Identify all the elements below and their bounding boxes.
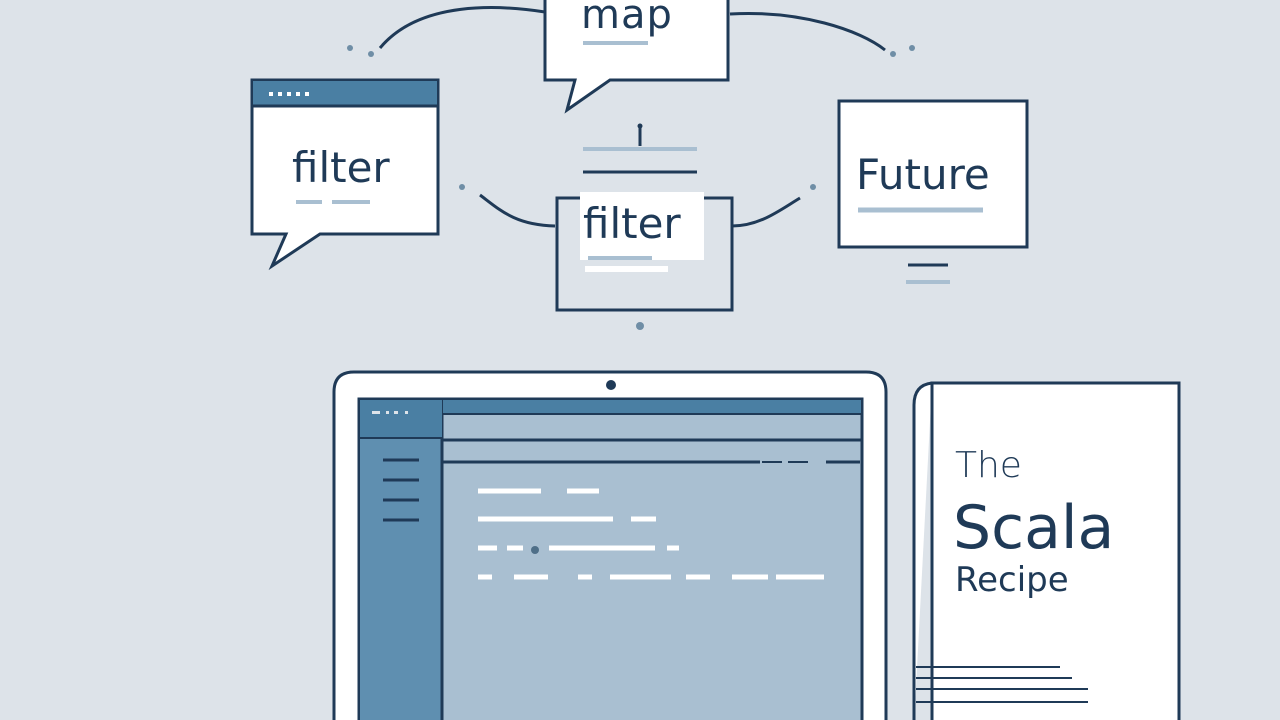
laptop-camera: [606, 380, 616, 390]
filter-center-label: filter: [583, 199, 681, 248]
dot: [909, 45, 915, 51]
connector-filter-left: [479, 193, 556, 228]
book-title-line1: The: [955, 445, 1022, 486]
titlebar-dots: [269, 92, 309, 96]
future-monitor: [837, 99, 1029, 249]
future-label: Future: [856, 150, 990, 199]
book-title-line2: Scala: [953, 493, 1115, 563]
sidebar-menu-lines: [383, 458, 419, 522]
editor-titlebar: [443, 400, 861, 414]
dot: [810, 184, 816, 190]
book-spine: [912, 381, 933, 720]
map-label: map: [581, 0, 673, 38]
book-page-lines: [916, 666, 1088, 703]
book-title-line3: Recipe: [955, 560, 1069, 600]
dot: [636, 322, 644, 330]
connector-filter-right: [731, 196, 801, 228]
code-lines: [478, 488, 824, 580]
editor-sidebar: [360, 400, 442, 720]
filter-left-label: filter: [292, 143, 390, 192]
dot: [368, 51, 374, 57]
connector-map-left: [378, 6, 546, 49]
cursor-dot: [531, 546, 539, 554]
dot: [347, 45, 353, 51]
filter-left-titlebar: [253, 81, 437, 106]
map-bubble: [543, 0, 730, 114]
dot: [459, 184, 465, 190]
connector-map-right: [729, 11, 886, 52]
dot: [890, 51, 896, 57]
